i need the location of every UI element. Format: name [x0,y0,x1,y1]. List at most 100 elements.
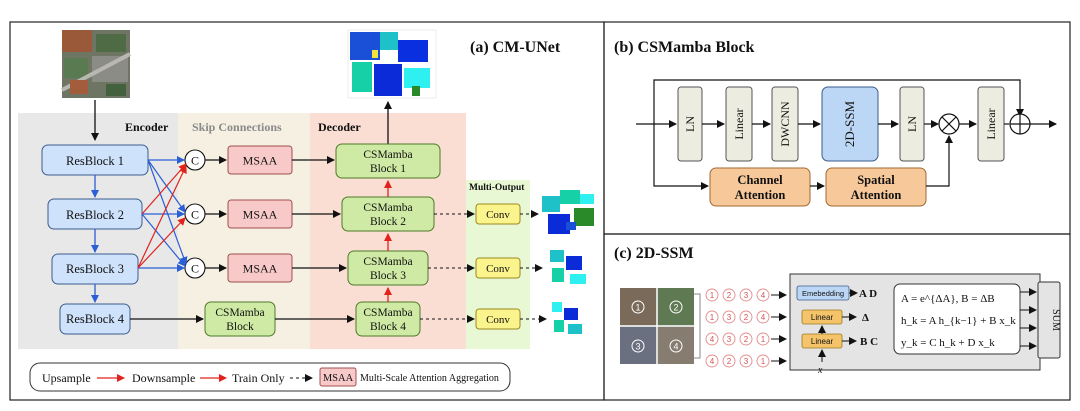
scan-token: 3 [744,357,749,366]
resblock-2-label: ResBlock 2 [66,208,124,222]
legend-msaa-desc: Multi-Scale Attention Aggregation [360,373,499,384]
svg-text:MSAA: MSAA [243,154,278,168]
resblock-4: ResBlock 4 [59,303,131,335]
x-label: x [817,365,823,376]
scan-token-circle [739,332,753,346]
equation-3: y_k = C h_k + D x_k [901,337,995,349]
scan-token-circle [756,354,770,368]
sum-inputs [1020,288,1037,350]
svg-text:CSMamba: CSMamba [363,149,412,161]
svg-text:Block 3: Block 3 [370,270,406,282]
scan-token: 3 [727,313,732,322]
svg-text:4: 4 [673,342,678,352]
ln-block-1: LN [677,86,703,162]
skip-csmamba-block: CSMamba Block [204,301,276,337]
dwcnn-block: DWCNN [771,86,799,162]
svg-text:CSMamba: CSMamba [215,307,264,319]
scan-token: 3 [744,291,749,300]
svg-text:Conv: Conv [486,263,510,275]
panel-c-title: (c) 2D-SSM [614,245,694,262]
msaa-1: MSAA [227,145,293,175]
decoder-block-3: CSMamba Block 3 [347,250,429,286]
linear-block-1: Linear [725,86,753,162]
scan-token-circle [739,288,753,302]
svg-text:Linear: Linear [984,108,998,139]
ln-block-2: LN [899,86,925,162]
resblock-2: ResBlock 2 [47,198,143,230]
add-icon [1009,113,1031,135]
svg-text:C: C [191,262,199,276]
resblock-3: ResBlock 3 [51,253,139,285]
scan-token-circle [756,288,770,302]
concat-3: C [184,257,206,279]
decoder-block-4: CSMamba Block 4 [355,301,421,337]
scan-token-circle [705,354,719,368]
delta-label: Δ [862,312,869,324]
scan-token: 2 [727,357,732,366]
output-segmentation-image [347,29,437,99]
svg-text:SUM: SUM [1050,309,1061,331]
scan-token-circle [722,310,736,324]
resblock-1: ResBlock 1 [41,144,149,176]
svg-text:Linear: Linear [732,108,746,139]
scan-token-circle [705,288,719,302]
decoder-block-2: CSMamba Block 2 [341,196,435,232]
legend-upsample: Upsample [42,371,91,385]
scan-token-circle [739,310,753,324]
panel-b-title: (b) CSMamba Block [614,39,755,56]
msaa-3: MSAA [227,253,293,283]
svg-text:Conv: Conv [486,209,510,221]
skip-connections-label: Skip Connections [192,120,282,134]
svg-text:Attention: Attention [851,188,902,202]
scan-token: 2 [744,313,749,322]
scan-token-circle [705,310,719,324]
svg-text:Emebedding: Emebedding [802,289,844,298]
resblock-3-label: ResBlock 3 [66,262,124,276]
legend-train-only: Train Only [232,371,285,385]
svg-text:CSMamba: CSMamba [363,256,412,268]
scan-token: 4 [710,335,715,344]
concat-1: C [184,149,206,171]
resblock-1-label: ResBlock 1 [66,154,124,168]
scan-token-circle [705,332,719,346]
multi-output-label: Multi-Output [469,183,525,193]
input-aerial-image [61,30,131,98]
conv-2: Conv [475,257,521,279]
scan-token-circle [722,332,736,346]
upsample-connections [137,163,187,269]
scan-token: 4 [761,313,766,322]
residual-path [653,79,1024,124]
equation-2: h_k = A h_{k−1} + B x_k [901,315,1016,327]
decoder-label: Decoder [318,120,361,134]
scan-token: 1 [761,335,766,344]
channel-attention: Channel Attention [709,167,811,207]
side-output-image-2 [546,248,590,288]
resblock-4-label: ResBlock 4 [66,312,125,326]
scan-token: 2 [727,291,732,300]
scan-token-circle [756,310,770,324]
svg-text:Block 1: Block 1 [370,163,406,175]
scan-token-circle [739,354,753,368]
msaa-2: MSAA [227,199,293,229]
conv-1: Conv [475,203,521,225]
svg-text:Conv: Conv [486,314,510,326]
svg-text:Block 4: Block 4 [370,321,406,333]
concat-2: C [184,203,206,225]
panel-a-title: (a) CM-UNet [470,39,561,56]
scan-token: 4 [761,291,766,300]
svg-text:Block: Block [226,321,254,333]
scan-token-circle [722,288,736,302]
svg-text:Linear: Linear [811,313,834,322]
svg-text:CSMamba: CSMamba [363,202,412,214]
scan-token: 4 [710,357,715,366]
scan-token-circle [722,354,736,368]
equation-box: A = e^{ΔA}, B = ΔB h_k = A h_{k−1} + B x… [893,283,1021,355]
legend-msaa: MSAA [323,373,354,384]
svg-text:C: C [191,154,199,168]
svg-text:3: 3 [635,342,640,352]
svg-text:2D-SSM: 2D-SSM [842,100,857,147]
legend: Upsample Downsample Train Only MSAA Mult… [29,362,511,392]
svg-text:MSAA: MSAA [243,262,278,276]
